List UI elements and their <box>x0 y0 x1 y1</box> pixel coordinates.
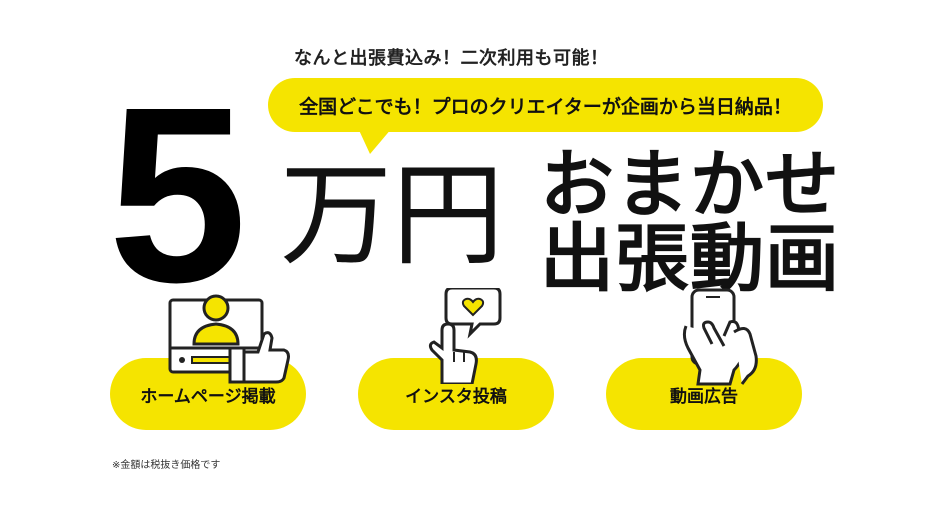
price-footnote: ※金額は税抜き価格です <box>112 460 221 471</box>
website-thumbs-up-icon <box>166 290 296 386</box>
heart-tap-icon <box>420 288 510 384</box>
title-line-2: 出張動画 <box>540 216 840 302</box>
speech-bubble-text: 全国どこでも！プロのクリエイターが企画から当日納品！ <box>299 95 792 118</box>
price-unit: 万円 <box>280 151 504 281</box>
speech-bubble: 全国どこでも！プロのクリエイターが企画から当日納品！ <box>268 78 823 132</box>
top-note: なんと出張費込み！二次利用も可能！ <box>294 48 609 69</box>
title-line-1: おまかせ <box>540 142 840 228</box>
feature-label-instagram: インスタ投稿 <box>405 386 507 407</box>
price-number: 5 <box>108 55 247 334</box>
speech-bubble-tail <box>358 128 392 154</box>
feature-label-video-ad: 動画広告 <box>670 386 738 407</box>
feature-label-website: ホームページ掲載 <box>140 386 276 407</box>
smartphone-hand-icon <box>672 286 772 386</box>
